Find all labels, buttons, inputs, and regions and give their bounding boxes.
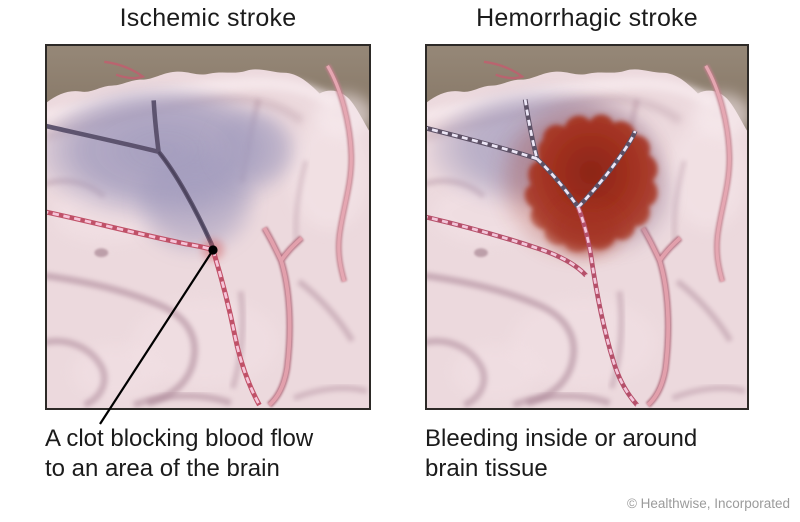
ischemic-caption-line-1: A clot blocking blood flow: [45, 425, 314, 452]
ruptured-vessel-dashed-pink: [427, 206, 639, 407]
copyright-text: © Healthwise, Incorporated: [626, 496, 790, 511]
ischemic-panel-title: Ischemic stroke: [119, 4, 297, 32]
hemorrhagic-caption-line-2: brain tissue: [425, 455, 548, 482]
hemorrhagic-caption-line-1: Bleeding inside or around: [425, 425, 698, 452]
ischemic-region: [47, 89, 299, 260]
ischemic-brain-drawing: [47, 46, 369, 408]
hemorrhagic-panel-title: Hemorrhagic stroke: [476, 4, 698, 32]
ischemic-panel-illustration: [45, 44, 371, 410]
ruptured-vessel-dashed-lavender: [427, 99, 638, 209]
hemorrhagic-brain-drawing: [427, 46, 747, 408]
hemorrhagic-caption: Bleeding inside or around brain tissue: [425, 424, 765, 484]
ischemic-caption: A clot blocking blood flow to an area of…: [45, 424, 385, 484]
ischemic-caption-line-2: to an area of the brain: [45, 455, 280, 482]
hemorrhagic-panel-illustration: [425, 44, 749, 410]
